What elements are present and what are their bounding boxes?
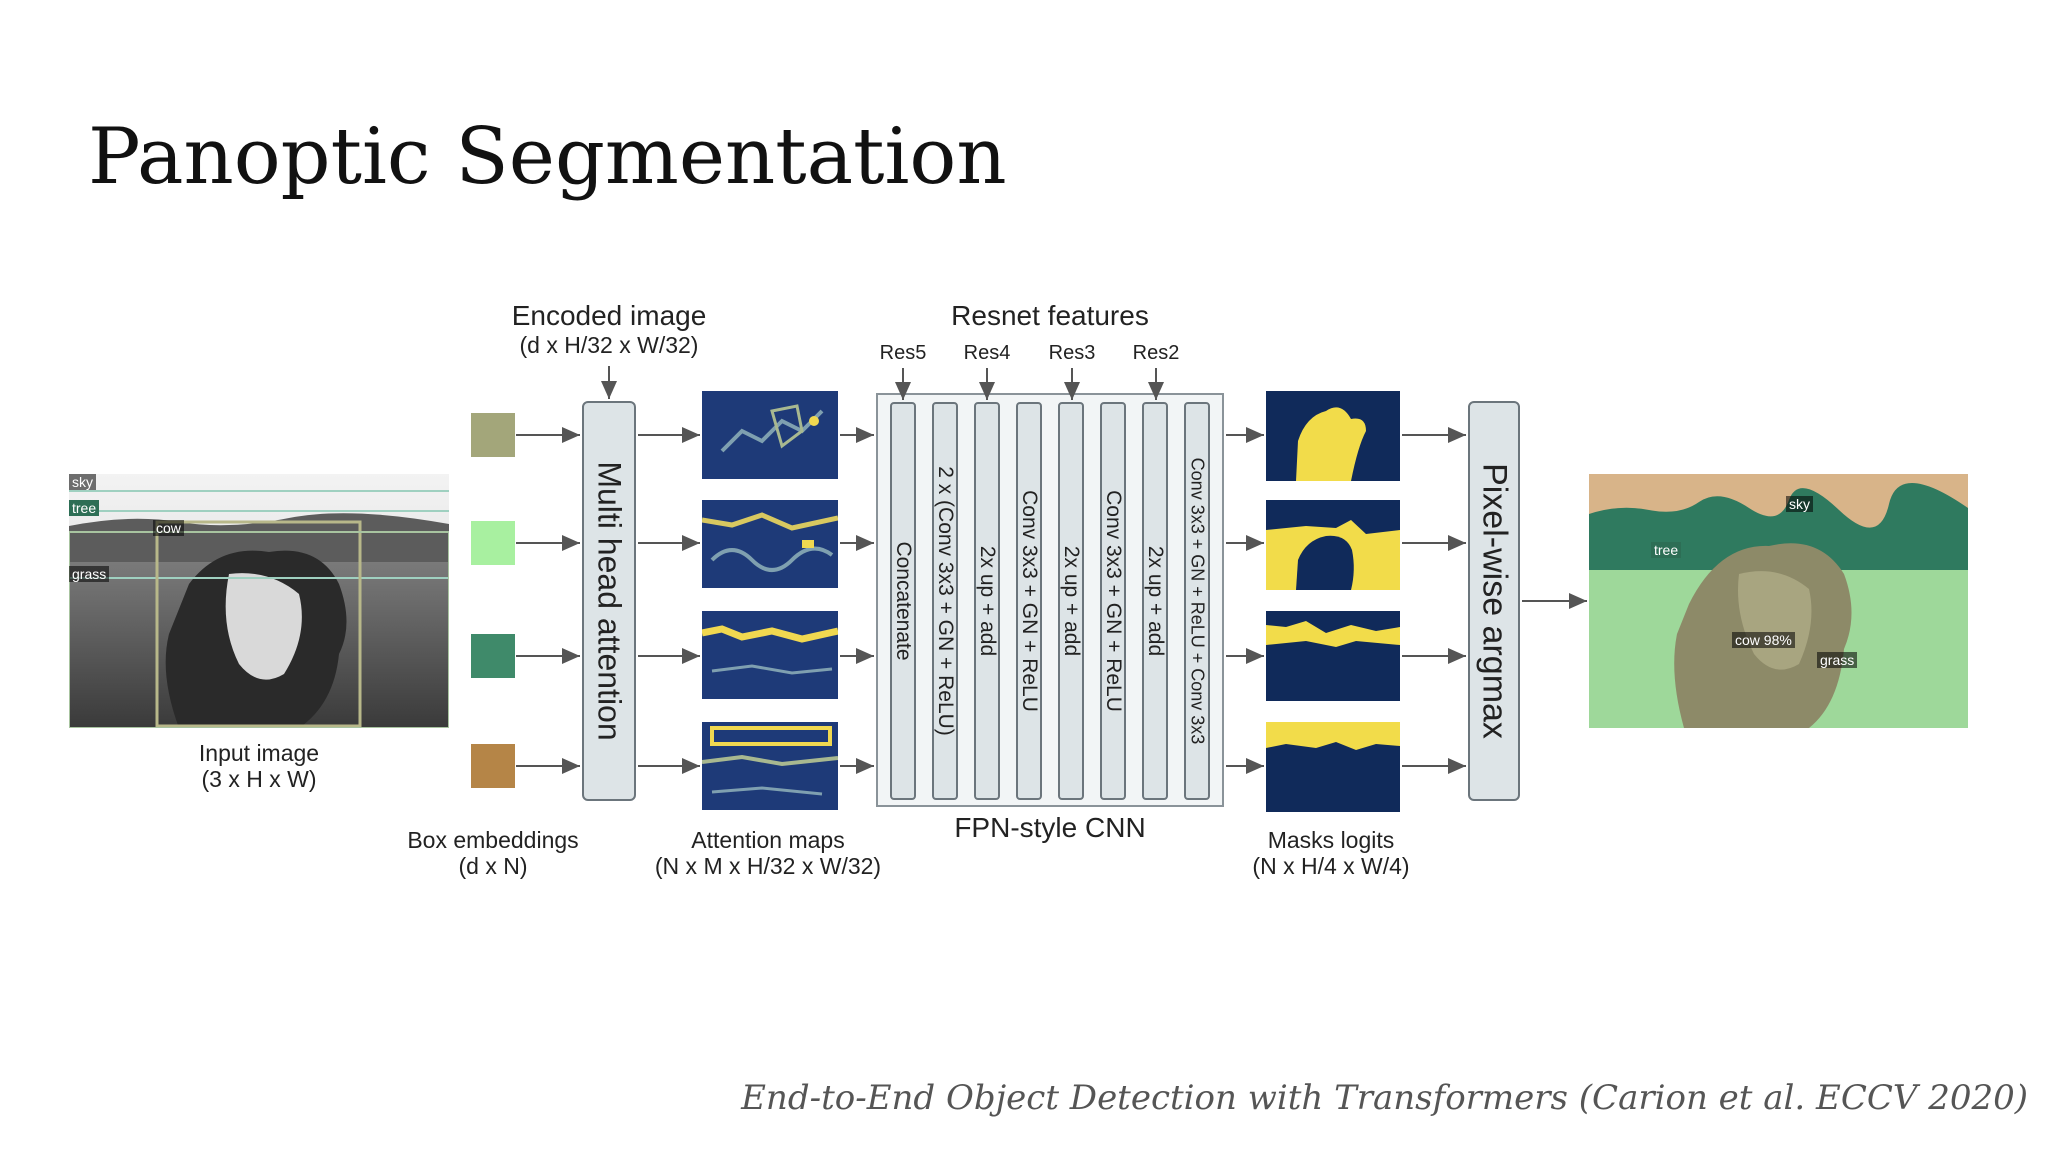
fpn-column-conv-block-2: Conv 3x3 + GN + ReLU [1016,402,1042,800]
resnet-stage-res2: Res2 [1132,342,1180,364]
encoded-image-caption: Encoded image (d x H/32 x W/32) [511,300,707,359]
output-segmentation-photo [1589,474,1968,728]
slide-title: Panoptic Segmentation [88,112,1007,202]
input-tag-grass: grass [69,566,110,582]
attention-map-1 [702,391,838,479]
input-image: sky tree cow grass [69,474,449,728]
mask-logit-4-shape [1266,722,1400,750]
attention-map-3-pattern [702,625,838,675]
fpn-column-concatenate: Concatenate [890,402,916,800]
box-embeddings-caption: Box embeddings (d x N) [407,827,579,880]
mask-logit-1-shape [1296,407,1366,481]
resnet-features-caption: Resnet features [951,300,1149,331]
mask-logit-3-shape [1266,621,1400,647]
box-embedding-1 [471,413,515,457]
output-segmentation-image: sky tree cow 98% grass [1589,474,1968,728]
fpn-column-final-conv: Conv 3x3 + GN + ReLU + Conv 3x3 [1184,402,1210,800]
mask-logit-4 [1266,722,1400,812]
output-tag-grass: grass [1817,652,1858,668]
attention-map-3 [702,611,838,699]
attention-map-2-pattern [702,512,838,572]
attention-maps-caption: Attention maps (N x M x H/32 x W/32) [654,827,882,880]
attention-map-4-pattern [702,726,838,796]
multi-head-attention-block: Multi head attention [582,401,636,801]
attention-map-1-pattern [720,404,824,453]
fpn-column-upsample-3: 2x up + add [1142,402,1168,800]
masks-logits-caption: Masks logits (N x H/4 x W/4) [1252,827,1410,880]
fpn-column-upsample-2: 2x up + add [1058,402,1084,800]
input-tag-cow: cow [153,520,184,536]
output-tag-tree: tree [1651,542,1682,558]
mask-logit-2-shape [1266,500,1400,590]
box-embedding-2 [471,521,515,565]
fpn-column-conv-block-1: 2 x (Conv 3x3 + GN + ReLU) [932,402,958,800]
mask-logit-2 [1266,500,1400,590]
fpn-style-cnn-caption: FPN-style CNN [954,812,1146,843]
input-image-caption: Input image (3 x H x W) [198,740,320,793]
attention-map-4 [702,722,838,810]
input-tag-sky: sky [69,474,96,490]
fpn-column-conv-block-3: Conv 3x3 + GN + ReLU [1100,402,1126,800]
attention-map-2 [702,500,838,588]
resnet-stage-res4: Res4 [963,342,1011,364]
input-tag-tree: tree [69,500,100,516]
resnet-stage-res5: Res5 [879,342,927,364]
mask-logit-3 [1266,611,1400,701]
output-tag-cow: cow 98% [1732,632,1795,648]
pixel-wise-argmax-block: Pixel-wise argmax [1468,401,1520,801]
fpn-column-upsample-1: 2x up + add [974,402,1000,800]
paper-citation: End-to-End Object Detection with Transfo… [741,1078,2028,1118]
box-embedding-4 [471,744,515,788]
mask-logit-1 [1266,391,1400,481]
resnet-stage-res3: Res3 [1048,342,1096,364]
output-tag-sky: sky [1786,496,1813,512]
box-embedding-3 [471,634,515,678]
input-image-photo [69,474,449,728]
